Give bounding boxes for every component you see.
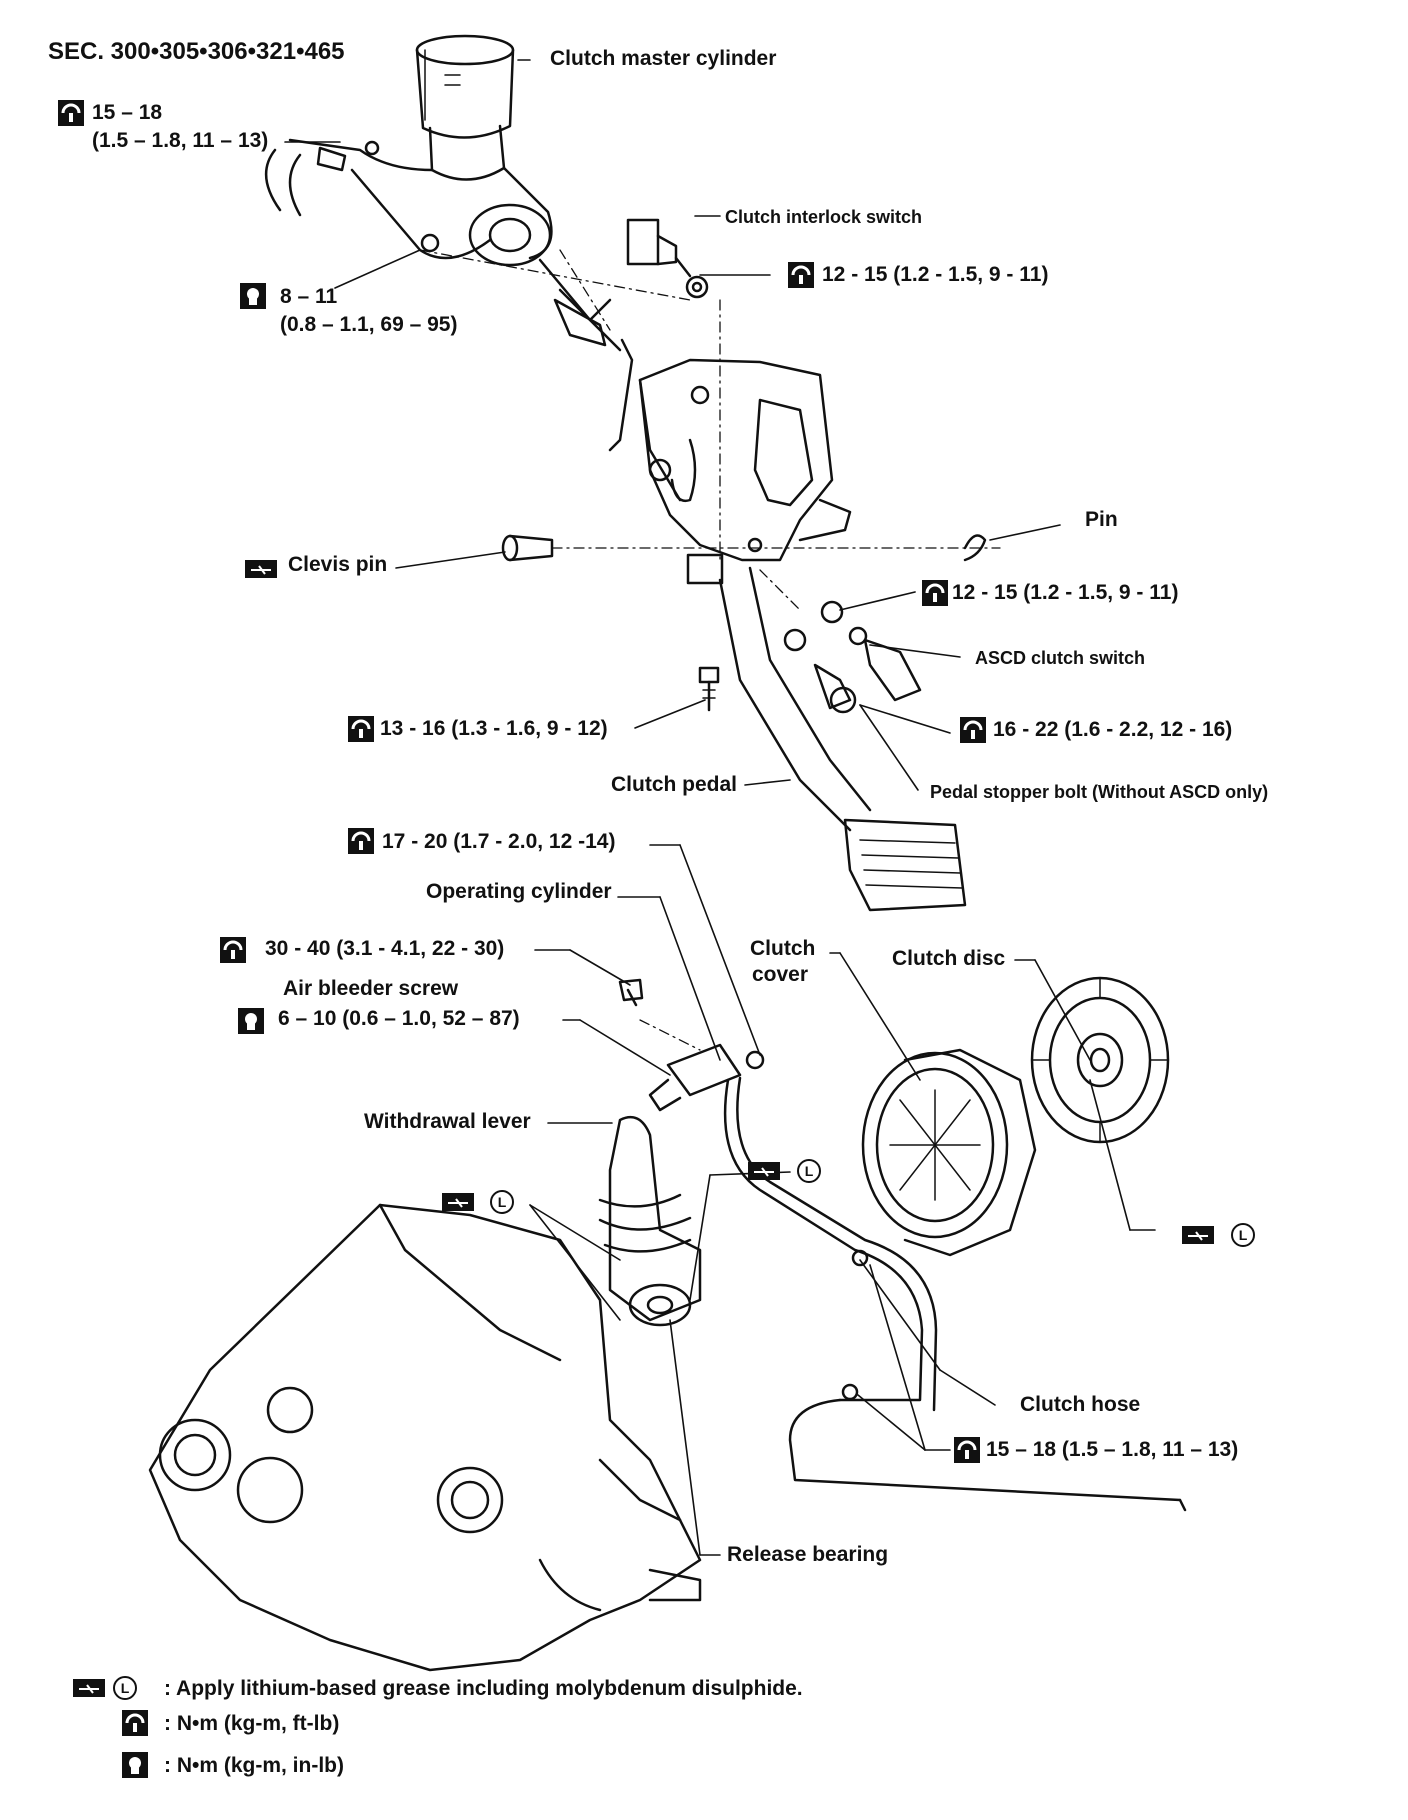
clutch-hose-drawing: [723, 1076, 1187, 1512]
label-stopper-torque: 16 - 22 (1.6 - 2.2, 12 - 16): [993, 718, 1233, 741]
lithium-letter: L: [805, 1163, 814, 1179]
label-clutch-cover-line2: cover: [752, 963, 809, 986]
lithium-icon: [113, 1676, 137, 1700]
label-master-torque-detail: (1.5 – 1.8, 11 – 13): [92, 129, 269, 152]
grease-icon: [441, 1192, 475, 1212]
clevis-pin-drawing: [501, 534, 554, 562]
lithium-icon: [1231, 1223, 1255, 1247]
label-pedal-stopper-bolt: Pedal stopper bolt (Without ASCD only): [930, 782, 1269, 802]
label-clutch-pedal: Clutch pedal: [611, 773, 738, 796]
label-interlock-torque: 12 - 15 (1.2 - 1.5, 9 - 11): [822, 263, 1049, 286]
lithium-icon: [797, 1159, 821, 1183]
torque-wrench-icon: [786, 260, 816, 290]
label-operating-cylinder: Operating cylinder: [426, 880, 612, 903]
legend-in-lb: : N•m (kg-m, in-lb): [164, 1754, 344, 1777]
label-nut-torque: 8 – 11: [280, 285, 338, 308]
label-ascd-clutch-switch: ASCD clutch switch: [975, 648, 1146, 668]
clutch-disc-drawing: [1030, 976, 1170, 1144]
torque-wrench-icon: [958, 715, 988, 745]
pedal-bracket-drawing: [608, 338, 852, 562]
torque-wrench-icon: [218, 935, 248, 965]
legend-ft-lb: : N•m (kg-m, ft-lb): [164, 1712, 340, 1735]
section-code: SEC. 300•305•306•321•465: [48, 38, 345, 65]
label-withdrawal-lever: Withdrawal lever: [364, 1110, 531, 1133]
torque-wrench-icon: [56, 98, 86, 128]
label-ascd-torque: 12 - 15 (1.2 - 1.5, 9 - 11): [952, 581, 1179, 604]
label-clevis-pin: Clevis pin: [288, 553, 388, 576]
label-release-bearing: Release bearing: [727, 1543, 889, 1566]
label-op-cyl-torque: 17 - 20 (1.7 - 2.0, 12 -14): [382, 830, 616, 853]
grease-icon: [72, 1678, 106, 1698]
label-air-bleeder-torque: 6 – 10 (0.6 – 1.0, 52 – 87): [278, 1007, 520, 1030]
grease-icon: [1181, 1225, 1215, 1245]
lithium-letter: L: [498, 1194, 507, 1210]
grease-icon: [244, 559, 278, 579]
lithium-letter: L: [1239, 1227, 1248, 1243]
bracket-bolt-drawing: [698, 666, 720, 712]
label-pin: Pin: [1085, 508, 1118, 531]
torque-wrench-icon: [120, 1708, 150, 1738]
label-op-bolt-torque: 30 - 40 (3.1 - 4.1, 22 - 30): [265, 937, 505, 960]
label-nut-torque-detail: (0.8 – 1.1, 69 – 95): [280, 313, 458, 336]
torque-wrench-icon: [346, 714, 376, 744]
label-clutch-disc: Clutch disc: [892, 947, 1006, 970]
label-clutch-hose: Clutch hose: [1020, 1393, 1141, 1416]
torque-wrench-icon: [952, 1435, 982, 1465]
torque-wrench-icon: [920, 578, 950, 608]
operating-cylinder-drawing: [618, 978, 765, 1112]
pin-clip-drawing: [963, 534, 987, 562]
label-master-torque: 15 – 18: [92, 101, 163, 124]
label-hose-torque: 15 – 18 (1.5 – 1.8, 11 – 13): [986, 1438, 1239, 1461]
label-bracket-bolt-torque: 13 - 16 (1.3 - 1.6, 9 - 12): [380, 717, 608, 740]
leader-lines: [284, 59, 1156, 1556]
grease-icon: [747, 1161, 781, 1181]
torque-wrench-inlb-icon: [238, 1008, 264, 1034]
clutch-cover-drawing: [861, 1048, 1037, 1257]
clutch-pedal-drawing: [686, 553, 967, 912]
torque-wrench-inlb-icon: [240, 283, 266, 309]
withdrawal-lever-drawing: [598, 1115, 702, 1327]
torque-wrench-inlb-icon: [122, 1752, 148, 1778]
legend-grease: : Apply lithium-based grease including m…: [164, 1677, 803, 1700]
label-clutch-master-cylinder: Clutch master cylinder: [550, 47, 777, 70]
alignment-lines: [419, 249, 1001, 1051]
label-clutch-interlock-switch: Clutch interlock switch: [725, 207, 923, 227]
transmission-case-drawing: [148, 1203, 702, 1672]
interlock-switch-drawing: [626, 218, 709, 299]
lithium-letter: L: [121, 1680, 130, 1696]
lithium-icon: [490, 1190, 514, 1214]
label-clutch-cover-line1: Clutch: [750, 937, 816, 960]
torque-wrench-icon: [346, 826, 376, 856]
ascd-switch-drawing: [783, 600, 922, 714]
label-air-bleeder-screw: Air bleeder screw: [283, 977, 459, 1000]
